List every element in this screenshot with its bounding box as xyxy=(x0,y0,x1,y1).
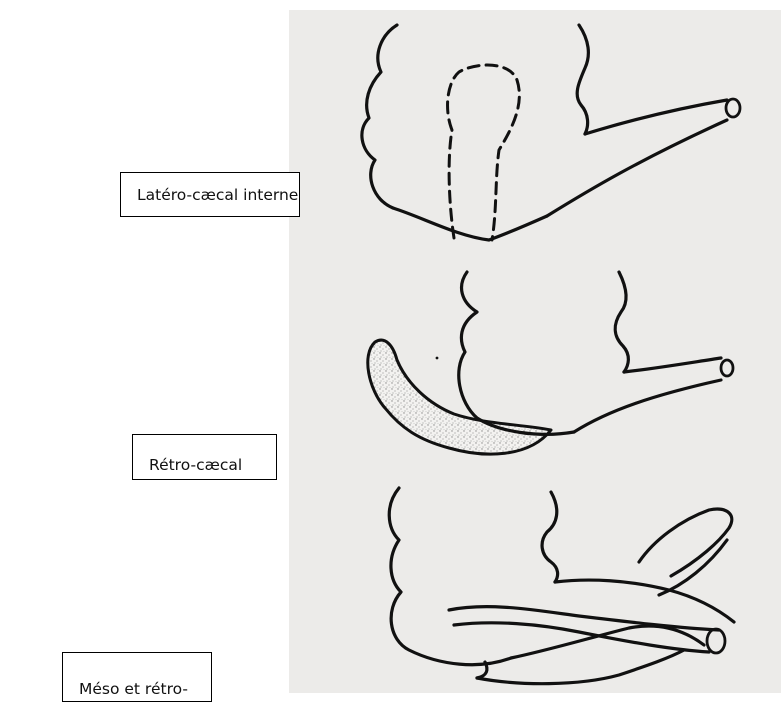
appendix-tube-upper xyxy=(449,607,719,630)
label-retro-caecal: Rétro-cæcal xyxy=(132,434,277,480)
caecum-figure-retro-caecal xyxy=(368,272,733,454)
caecum-base xyxy=(393,208,547,240)
ileum-lower-edge xyxy=(547,120,727,216)
appendix-positions-drawing xyxy=(289,10,781,693)
appendix-tip-opening xyxy=(707,629,725,653)
caecum-figure-lateral-internal xyxy=(362,25,740,240)
caecum-right-wall xyxy=(577,25,588,134)
appendix-retrocaecal xyxy=(368,340,551,454)
ileum-lower-edge xyxy=(574,380,721,432)
label-meso-retro: Méso et rétro- xyxy=(62,652,212,702)
caecum-left-wall xyxy=(362,25,397,208)
appendix-loop-inner xyxy=(659,540,727,595)
caecum-right-wall xyxy=(542,492,558,582)
caecum-figure-meso-retro xyxy=(389,488,734,684)
label-lateral-internal: Latéro-cæcal interne xyxy=(120,172,300,217)
stray-dot xyxy=(436,357,439,360)
illustration-panel xyxy=(289,10,781,693)
caecum-left-wall xyxy=(389,488,511,665)
appendix-loop-outer xyxy=(639,509,732,576)
mesentery-fold xyxy=(477,650,684,684)
caecum-right-wall xyxy=(615,272,628,372)
ileum-opening xyxy=(726,99,740,117)
caecum-left-wall xyxy=(459,272,574,434)
ileum-opening xyxy=(721,360,733,376)
ileum-upper-edge xyxy=(624,358,721,372)
appendix-dashed-outline xyxy=(448,65,520,240)
